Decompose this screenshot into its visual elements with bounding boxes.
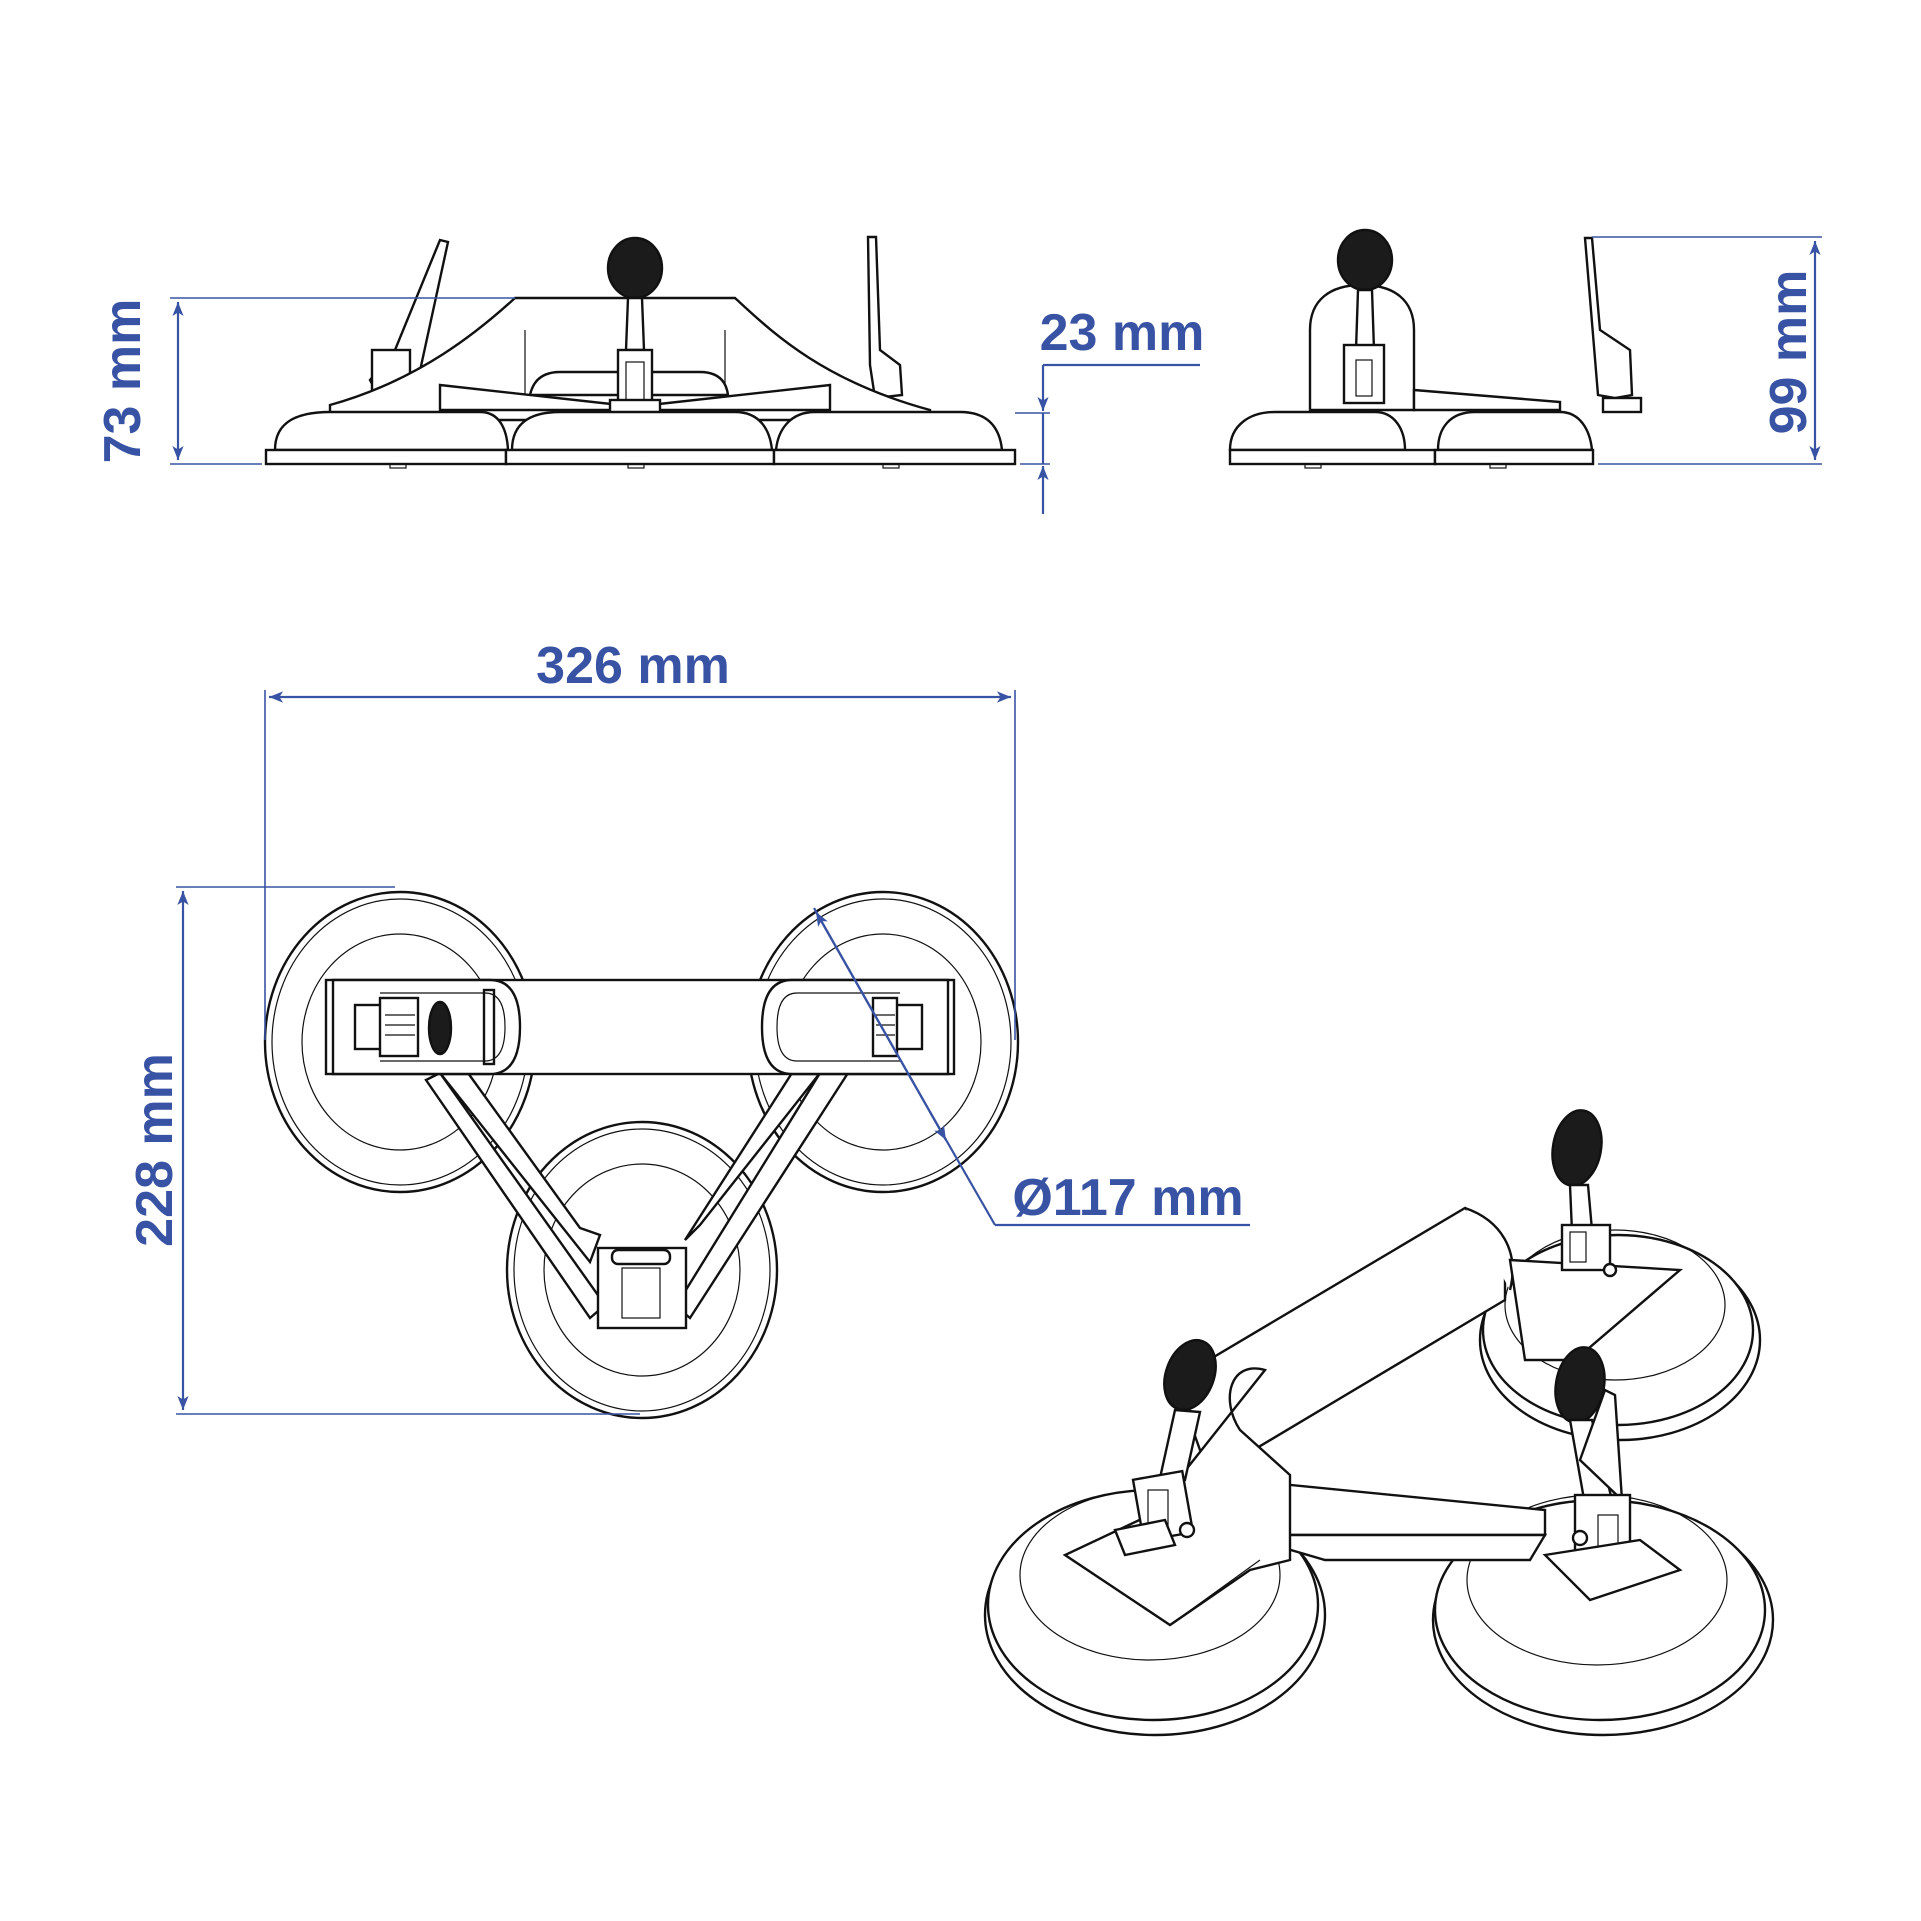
cup-height-label: 23 mm (1040, 304, 1205, 362)
top-depth-label: 228 mm (126, 1053, 184, 1247)
top-view-dimensions (176, 690, 1250, 1415)
front-height-label: 73 mm (94, 299, 152, 464)
side-view-dimensions (1592, 236, 1822, 465)
front-view-dimensions (170, 297, 1200, 514)
top-width-label: 326 mm (536, 637, 730, 695)
side-view (1228, 228, 1643, 469)
side-height-label: 99 mm (1760, 270, 1818, 435)
front-view (264, 235, 1017, 469)
cup-diameter-label: Ø117 mm (1012, 1169, 1243, 1227)
isometric-view (983, 1109, 1775, 1737)
top-view (263, 890, 1020, 1420)
